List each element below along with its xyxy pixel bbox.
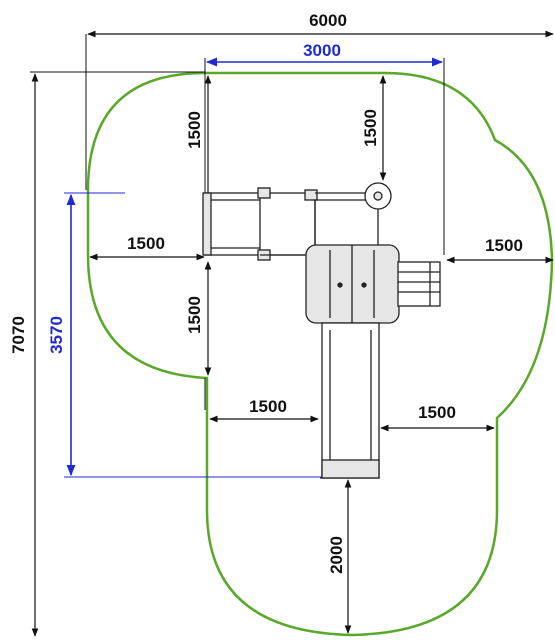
equipment-height-label: 3570 <box>47 316 66 354</box>
slide-exit-clearance-label: 2000 <box>327 536 346 574</box>
lower-left-clearance-label: 1500 <box>185 296 204 334</box>
slide-left-clearance-label: 1500 <box>249 397 287 416</box>
safety-zone-outline <box>86 71 554 637</box>
slide <box>321 322 380 479</box>
equipment-width-label: 3000 <box>303 41 341 60</box>
right-clearance-label: 1500 <box>485 236 523 255</box>
dimension-lines <box>31 30 554 637</box>
blue-extension-lines <box>64 192 322 478</box>
top-right-clearance-label: 1500 <box>361 109 380 147</box>
blue-dimension-lines <box>66 57 444 477</box>
play-equipment <box>202 182 441 479</box>
top-left-clearance-label: 1500 <box>185 111 204 149</box>
left-clearance-label: 1500 <box>127 234 165 253</box>
ladder <box>397 261 441 307</box>
slide-right-clearance-label: 1500 <box>418 403 456 422</box>
overall-height-label: 7070 <box>9 316 28 354</box>
overall-width-label: 6000 <box>309 11 347 30</box>
